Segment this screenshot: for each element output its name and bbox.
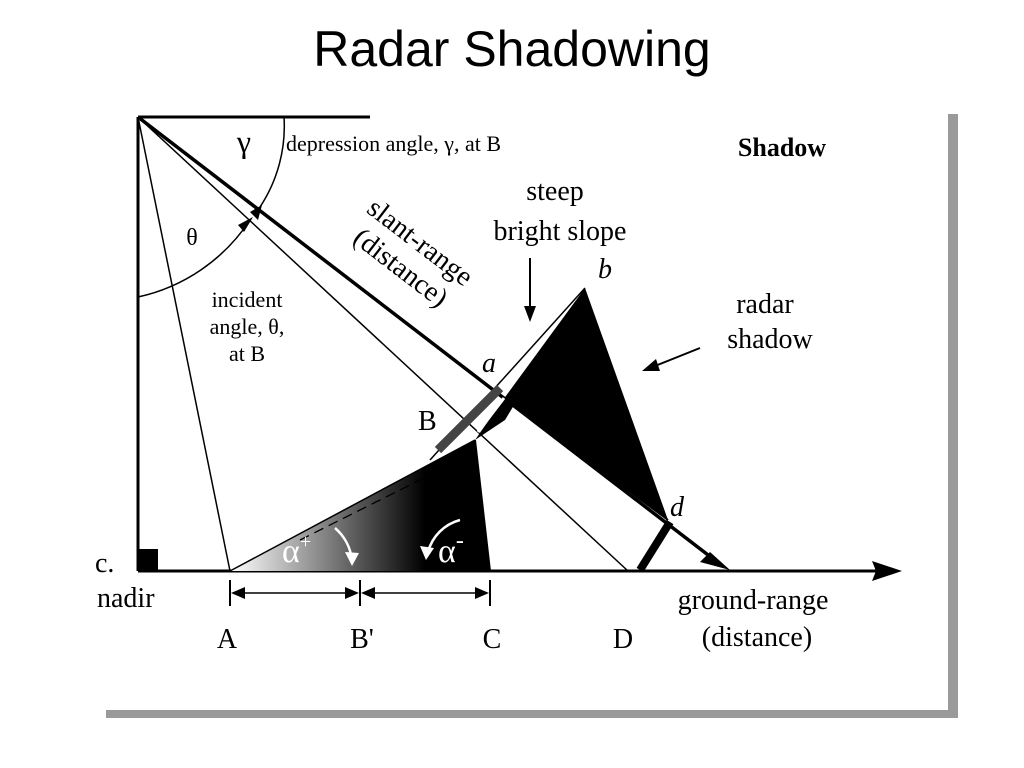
- bright-slope-bar-B: [434, 384, 504, 454]
- dashed-reference-line: [299, 469, 441, 541]
- steep-slope-arrowhead: [524, 306, 536, 322]
- gamma-arc: [259, 116, 286, 208]
- alpha-minus-label: α-: [438, 528, 464, 570]
- theta-symbol: θ: [186, 225, 198, 251]
- radar-shadow-line2: shadow: [727, 324, 813, 355]
- steep-slope-line2: bright slope: [494, 216, 627, 247]
- radar-shadow-arrow: [654, 347, 701, 367]
- dim-arrowhead-Bprime-left: [345, 587, 359, 599]
- nadir-label: nadir: [97, 583, 155, 614]
- incident-angle-line2: angle, θ,: [210, 314, 285, 339]
- point-label-d: d: [670, 492, 685, 523]
- ground-range-line2: (distance): [702, 622, 812, 653]
- shadow-lower-ray: [499, 394, 669, 521]
- backslope-edge: [474, 439, 491, 572]
- d-range-bar: [636, 519, 674, 573]
- slant-range-arrowhead: [700, 552, 730, 570]
- nadir-c-label: c.: [95, 548, 114, 579]
- alpha-minus-arrowhead: [420, 546, 434, 560]
- gamma-symbol: γ: [236, 123, 251, 159]
- point-label-B: B: [418, 406, 437, 437]
- bright-slope-bar-a: [476, 397, 506, 433]
- nadir-right-angle-marker: [138, 549, 158, 571]
- radar-shadow-arrowhead: [642, 359, 660, 371]
- dim-arrowhead-A: [231, 587, 245, 599]
- alpha-plus-label: α+: [282, 531, 311, 570]
- dim-arrowhead-C: [475, 587, 489, 599]
- radar-shadow-line1: radar: [736, 289, 794, 320]
- point-label-a: a: [482, 348, 496, 379]
- depression-angle-label: depression angle, γ, at B: [286, 131, 501, 156]
- ground-range-line1: ground-range: [678, 585, 829, 616]
- gamma-tick-marker: [250, 205, 262, 220]
- shadow-heading: Shadow: [738, 133, 826, 162]
- ray-to-D: [137, 116, 629, 572]
- dim-arrowhead-Bprime-right: [361, 587, 375, 599]
- ground-label-C: C: [483, 624, 502, 655]
- alpha-plus-arrowhead: [345, 552, 359, 566]
- incident-angle-line1: incident: [212, 287, 283, 312]
- steep-slope-line1: steep: [526, 176, 584, 207]
- foreslope-gradient: [230, 440, 490, 571]
- incident-angle-line3: at B: [229, 341, 265, 366]
- theta-arc: [137, 219, 251, 298]
- ground-label-B-prime: B': [350, 624, 374, 655]
- ground-range-arrowhead: [872, 561, 902, 581]
- ray-to-A: [137, 116, 231, 572]
- theta-arc-arrowhead: [238, 217, 253, 232]
- slide-title: Radar Shadowing: [313, 21, 711, 77]
- ground-label-D: D: [613, 624, 633, 655]
- ground-label-A: A: [217, 624, 238, 655]
- foreslope-edge: [229, 439, 476, 572]
- slant-range-line: [136, 115, 714, 560]
- point-label-b: b: [598, 254, 612, 285]
